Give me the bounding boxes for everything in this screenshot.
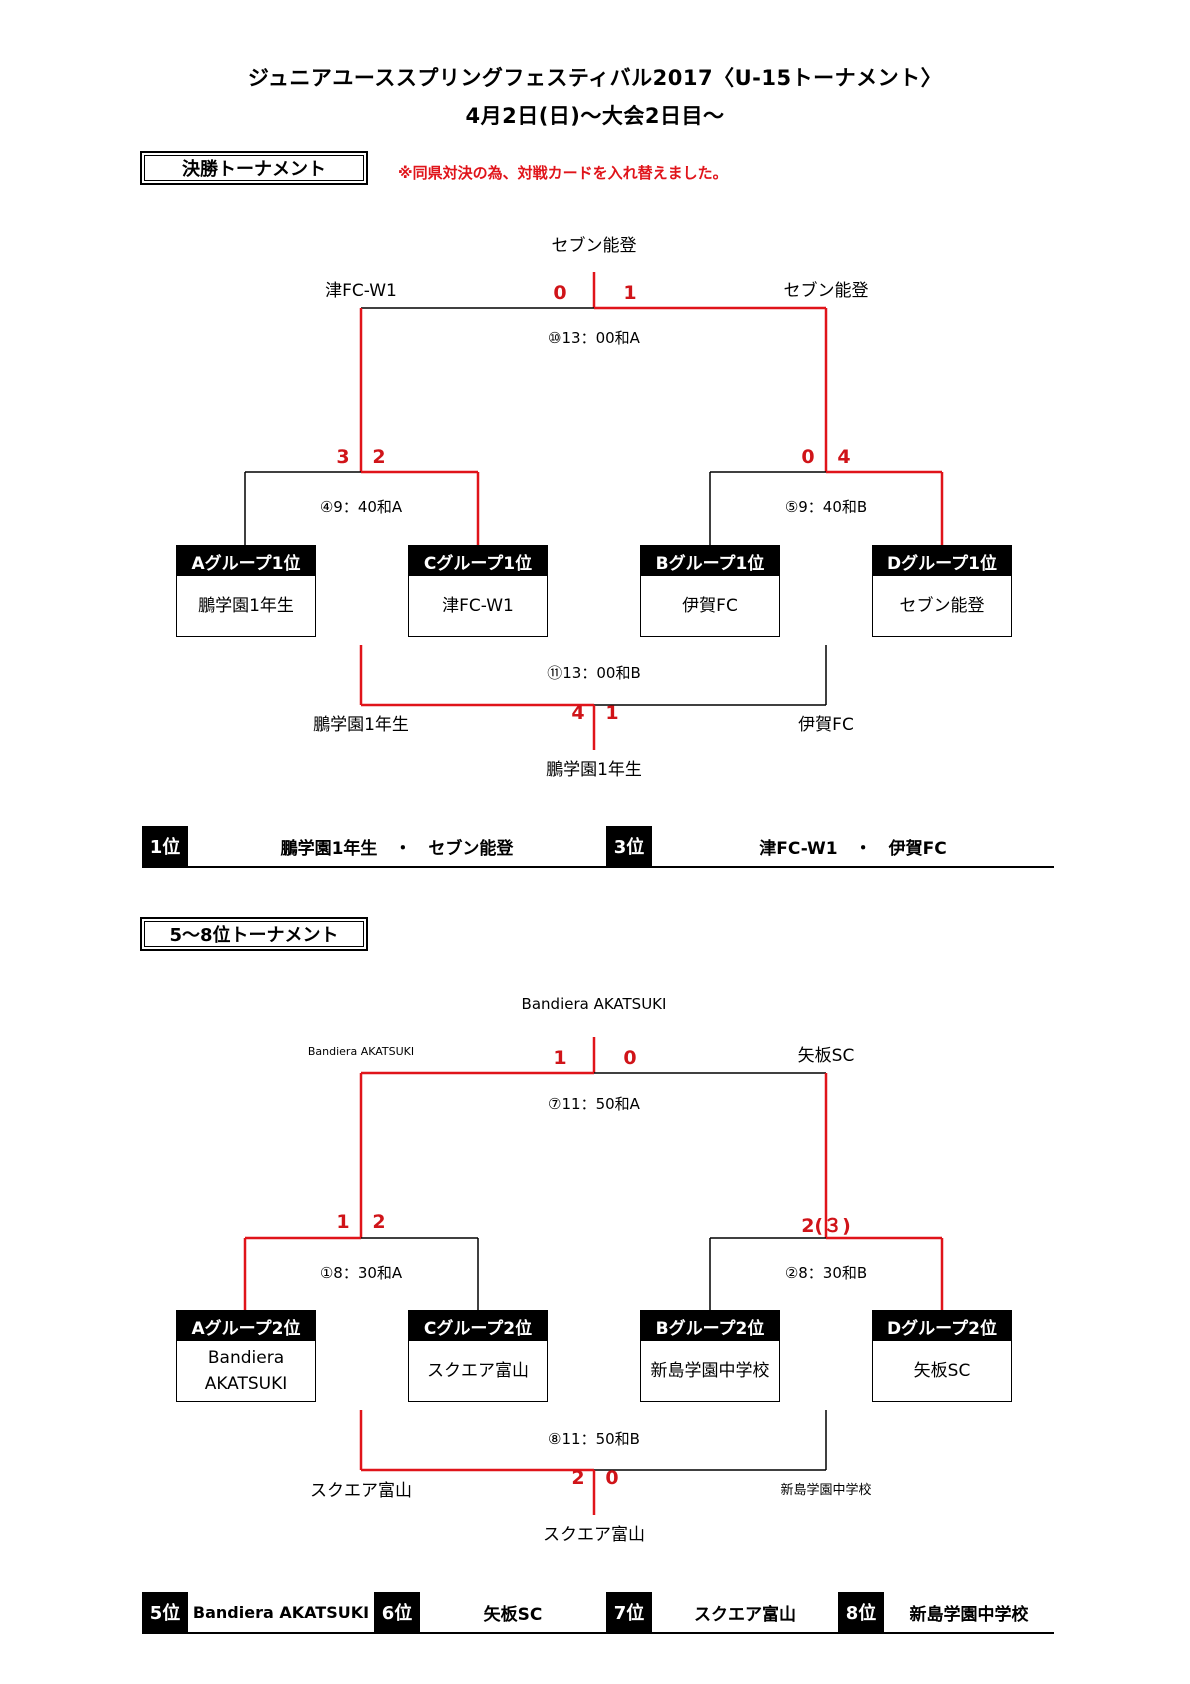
rank-badge: 7位 <box>606 1592 652 1632</box>
team-group-label: Bグループ1位 <box>641 546 779 576</box>
rank-badge: 8位 <box>838 1592 884 1632</box>
seventh-right-team: 新島学園中学校 <box>780 1483 872 1498</box>
team-card: Aグループ2位 Bandiera AKATSUKI <box>176 1310 316 1402</box>
third-winner-label: 鵬学園1年生 <box>546 760 642 780</box>
page-title: ジュニアユーススプリングフェスティバル2017〈U-15トーナメント〉 <box>247 66 943 90</box>
semi-right-score-right: 4 <box>837 446 851 468</box>
team-card: Bグループ2位 新島学園中学校 <box>640 1310 780 1402</box>
team-group-label: Dグループ1位 <box>873 546 1011 576</box>
team-group-label: Aグループ2位 <box>177 1311 315 1341</box>
seventh-match-time: ⑧11：50和B <box>548 1430 640 1448</box>
seventh-left-team: スクエア富山 <box>310 1481 412 1501</box>
third-left-team: 鵬学園1年生 <box>313 715 409 735</box>
rank-team: 新島学園中学校 <box>909 1604 1029 1625</box>
notice-text: ※同県対決の為、対戦カードを入れ替えました。 <box>398 164 728 182</box>
semi-left-score-right: 2 <box>372 1211 386 1233</box>
final-score-left: 1 <box>553 1047 567 1069</box>
semi-left-score-right: 2 <box>372 446 386 468</box>
third-match-time: ⑪13：00和B <box>547 664 641 682</box>
team-name: セブン能登 <box>899 595 985 616</box>
rank-teams: 鵬学園1年生 ・ セブン能登 <box>280 838 514 859</box>
semi-left-match-time: ①8：30和A <box>319 1264 403 1282</box>
final-right-team: セブン能登 <box>783 281 869 301</box>
team-name: 伊賀FC <box>682 595 738 616</box>
rank-teams: 津FC-W1 ・ 伊賀FC <box>759 838 947 859</box>
semi-right-match-time: ②8：30和B <box>784 1264 868 1282</box>
final-winner-label: Bandiera AKATSUKI <box>521 995 667 1013</box>
team-group-label: Cグループ2位 <box>409 1311 547 1341</box>
final-match-time: ⑦11：50和A <box>548 1095 640 1113</box>
rank-team: 矢板SC <box>483 1604 543 1625</box>
rank-badge: 5位 <box>142 1592 188 1632</box>
team-group-label: Cグループ1位 <box>409 546 547 576</box>
final-score-left: 0 <box>553 282 567 304</box>
team-name: 矢板SC <box>913 1360 971 1381</box>
team-name: スクエア富山 <box>427 1360 529 1381</box>
team-group-label: Dグループ2位 <box>873 1311 1011 1341</box>
section-heading-final: 決勝トーナメント <box>140 151 368 185</box>
final-right-team: 矢板SC <box>797 1046 855 1066</box>
semi-left-score-left: 3 <box>336 446 350 468</box>
ranking-row: 5位 Bandiera AKATSUKI 6位 矢板SC 7位 スクエア富山 8… <box>142 1592 1054 1634</box>
third-score-left: 4 <box>571 702 585 724</box>
rank-badge: 1位 <box>142 826 188 866</box>
team-name: 鵬学園1年生 <box>198 595 294 616</box>
team-card: Cグループ1位 津FC-W1 <box>408 545 548 637</box>
rank-badge: 3位 <box>606 826 652 866</box>
semi-right-score: 2(３) <box>801 1215 851 1237</box>
semi-left-match-time: ④9：40和A <box>319 498 403 516</box>
team-card: Aグループ1位 鵬学園1年生 <box>176 545 316 637</box>
third-right-team: 伊賀FC <box>798 715 854 735</box>
team-group-label: Aグループ1位 <box>177 546 315 576</box>
final-score-right: 1 <box>623 282 637 304</box>
final-left-team: 津FC-W1 <box>325 281 397 301</box>
seventh-score-right: 0 <box>605 1467 619 1489</box>
semi-left-score-left: 1 <box>336 1211 350 1233</box>
team-card: Dグループ1位 セブン能登 <box>872 545 1012 637</box>
page-subtitle: 4月2日(日)～大会2日目～ <box>465 104 725 128</box>
semi-right-score-left: 0 <box>801 446 815 468</box>
team-name: 新島学園中学校 <box>650 1360 770 1381</box>
team-name: 津FC-W1 <box>442 595 514 616</box>
team-card: Bグループ1位 伊賀FC <box>640 545 780 637</box>
third-score-right: 1 <box>605 702 619 724</box>
team-card: Dグループ2位 矢板SC <box>872 1310 1012 1402</box>
section-heading-placement: 5～8位トーナメント <box>140 917 368 951</box>
seventh-winner-label: スクエア富山 <box>543 1525 645 1545</box>
ranking-row: 1位 鵬学園1年生 ・ セブン能登 3位 津FC-W1 ・ 伊賀FC <box>142 826 1054 868</box>
final-match-time: ⑩13：00和A <box>548 329 640 347</box>
final-winner-label: セブン能登 <box>551 236 637 256</box>
team-group-label: Bグループ2位 <box>641 1311 779 1341</box>
team-card: Cグループ2位 スクエア富山 <box>408 1310 548 1402</box>
semi-right-match-time: ⑤9：40和B <box>784 498 868 516</box>
rank-badge: 6位 <box>374 1592 420 1632</box>
rank-team: スクエア富山 <box>694 1604 796 1625</box>
final-score-right: 0 <box>623 1047 637 1069</box>
seventh-score-left: 2 <box>571 1467 585 1489</box>
team-name: Bandiera AKATSUKI <box>204 1347 288 1394</box>
final-left-team: Bandiera AKATSUKI <box>307 1045 415 1058</box>
rank-team: Bandiera AKATSUKI <box>192 1602 370 1622</box>
